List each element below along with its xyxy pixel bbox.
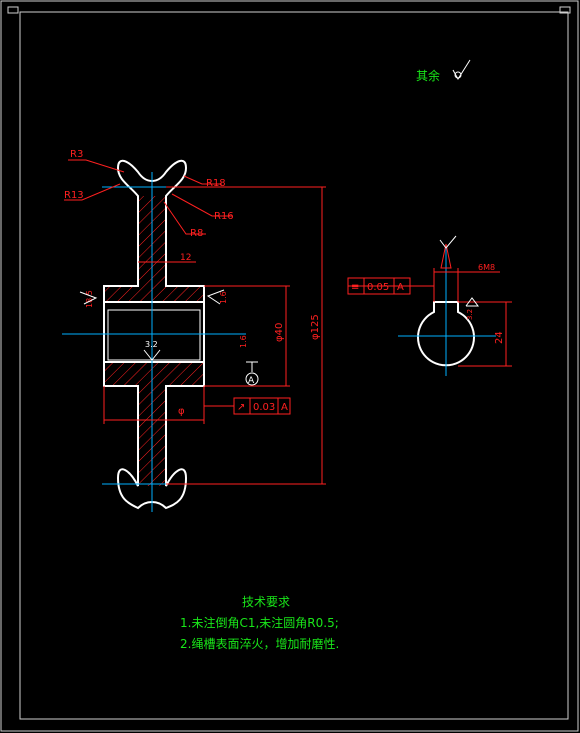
overall-dia-text: φ125: [310, 314, 321, 340]
runout-value: 0.03: [253, 402, 275, 413]
bore-inner: [107, 309, 201, 361]
bore-text: φ40: [274, 323, 285, 342]
keyway-width-text: 6M8: [478, 263, 495, 272]
corner-mark: [7, 6, 19, 14]
tech-requirement-1: 1.未注倒角C1,未注圆角R0.5;: [180, 616, 339, 630]
bore-outline: [103, 301, 205, 363]
corner-mark-right: [559, 6, 571, 14]
flange-finish-text: 1.6: [219, 291, 228, 304]
surface-finish-note-icon: [452, 59, 471, 80]
radius-r13: R13: [64, 190, 84, 201]
hub-upper-band: [104, 286, 204, 302]
surface-finish-note-label: 其余: [416, 68, 440, 83]
hub-lower-hatch: [104, 362, 204, 386]
radius-r8: R8: [190, 228, 203, 239]
bore-dim: [204, 285, 290, 387]
runout-datum: A: [281, 402, 288, 413]
web-thickness-text: 12: [180, 253, 191, 263]
pulley-outline: [103, 159, 205, 510]
center-finish-text: 3.2: [145, 340, 158, 349]
keyway-bore-outline: [417, 301, 475, 367]
keyway-finish-text: 3.2: [466, 309, 474, 320]
datum-a-symbol: [245, 361, 259, 386]
tech-requirements-title: 技术要求: [241, 595, 290, 609]
keyway-finish-symbols: [439, 235, 479, 307]
radius-leaders: [64, 159, 232, 235]
symmetry-symbol: ≡: [351, 282, 359, 293]
runout-frame: [204, 397, 291, 415]
symmetry-datum: A: [397, 282, 404, 293]
overall-dia-dim: [166, 186, 326, 485]
small-dim-text: 18.5: [85, 290, 94, 308]
symmetry-value: 0.05: [367, 282, 389, 293]
datum-a-label: A: [248, 376, 255, 386]
hub-dia-text: φ: [178, 406, 185, 417]
runout-symbol: ↗: [237, 402, 245, 413]
radius-r3: R3: [70, 149, 83, 160]
radius-r18: R18: [206, 178, 226, 189]
tech-requirements: 技术要求 1.未注倒角C1,未注圆角R0.5; 2.绳槽表面淬火，增加耐磨性.: [180, 592, 440, 655]
inner-frame: [19, 11, 569, 720]
keyway-centerlines: [398, 244, 496, 376]
radius-r16: R16: [214, 211, 234, 222]
hub-finish-symbols: [79, 289, 225, 361]
hub-width-dim: [103, 386, 205, 424]
keyway-depth-text: 24: [494, 331, 505, 344]
keyway-dims: [348, 243, 512, 367]
hub-side-finish-text: 1.6: [239, 335, 248, 348]
tech-requirement-2: 2.绳槽表面淬火，增加耐磨性.: [180, 637, 340, 651]
symmetry-frame: [347, 277, 411, 295]
